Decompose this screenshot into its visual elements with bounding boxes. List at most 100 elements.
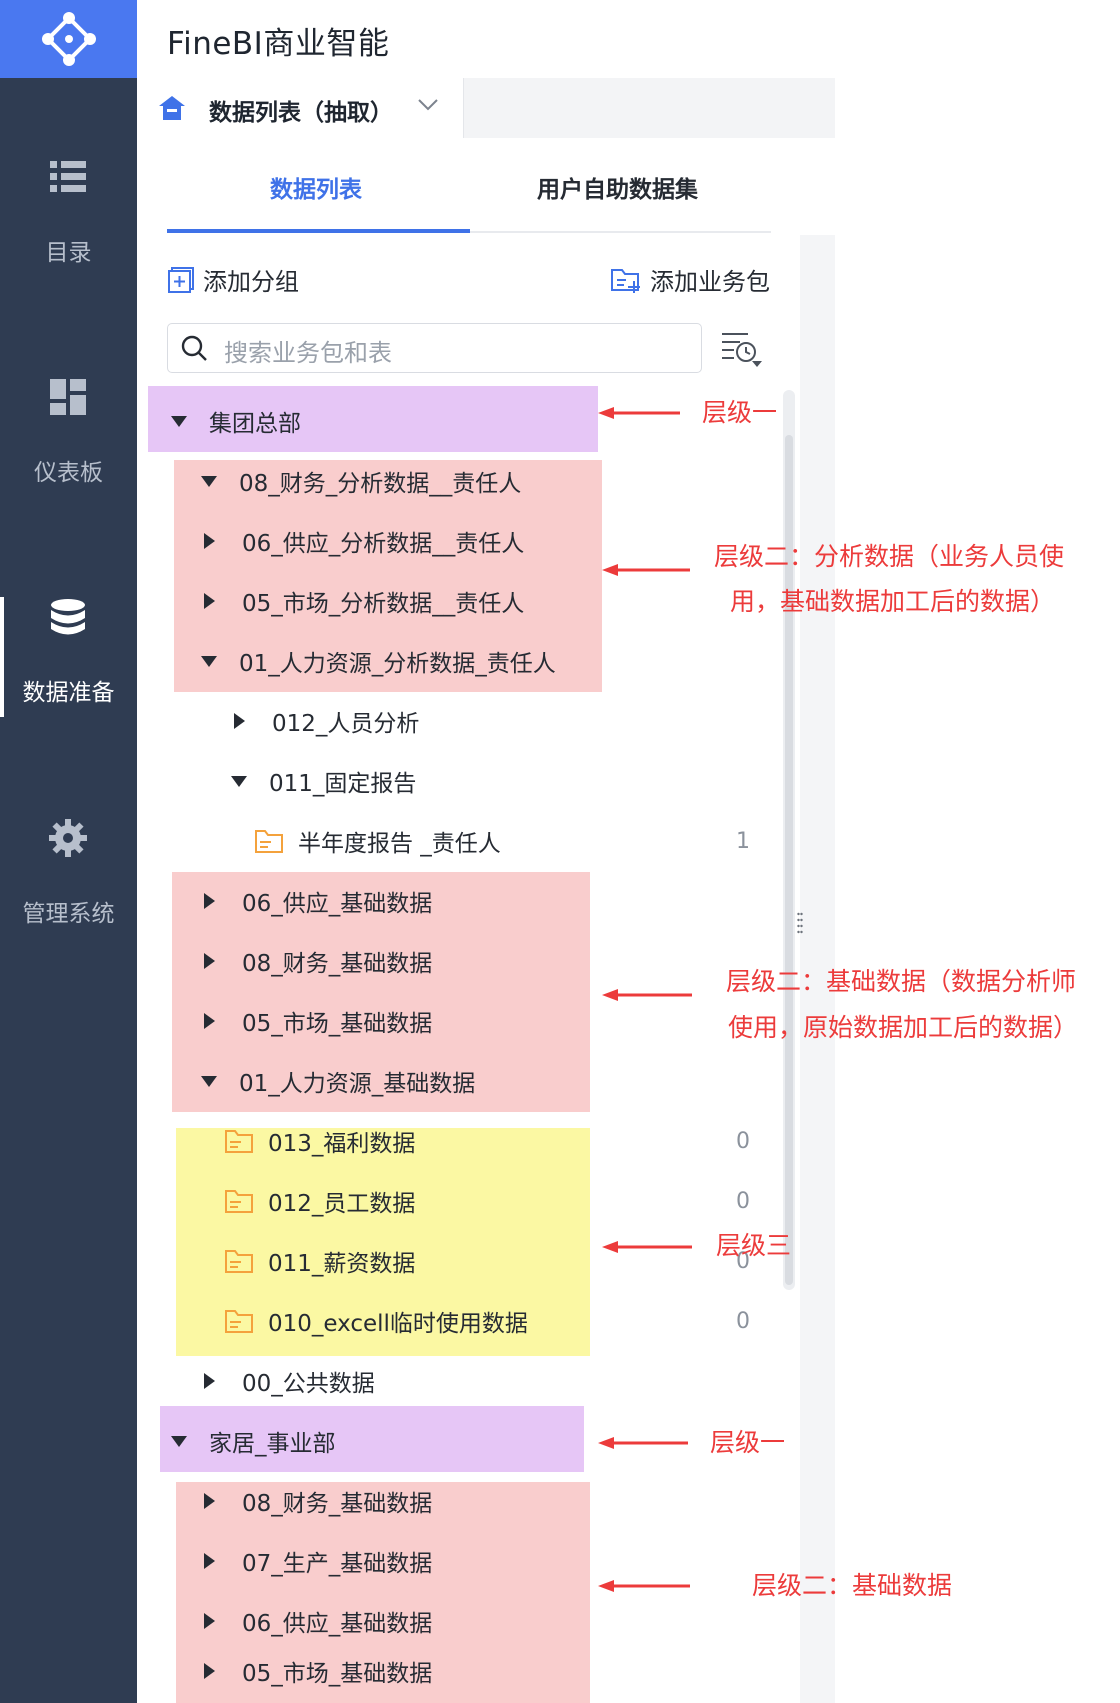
tree-package[interactable]: 01_人力资源_分析数据_责任人 — [201, 631, 556, 691]
tree-package[interactable]: 08_财务_基础数据 — [201, 1471, 432, 1531]
tree-subgroup[interactable]: 011_固定报告 — [231, 751, 416, 811]
left-nav: 目录 仪表板 数据准备 — [0, 0, 137, 1703]
resize-grip-icon[interactable] — [797, 912, 803, 938]
add-group-icon — [168, 266, 194, 293]
folder-icon — [225, 1130, 253, 1153]
caret-right-icon[interactable] — [204, 1613, 215, 1629]
highlight-level3 — [176, 1128, 590, 1356]
tree-group[interactable]: 家居_事业部 — [171, 1411, 336, 1471]
tree-package[interactable]: 07_生产_基础数据 — [201, 1531, 432, 1591]
tree-package[interactable]: 08_财务_分析数据__责任人 — [201, 451, 521, 511]
tree-item-label: 00_公共数据 — [242, 1371, 375, 1397]
tree-item-label: 010_excell临时使用数据 — [268, 1311, 528, 1337]
tree-item-label: 013_福利数据 — [268, 1131, 416, 1157]
nav-item-dashboard[interactable]: 仪表板 — [0, 377, 137, 527]
annotation-arrow-icon — [598, 1580, 690, 1592]
caret-right-icon[interactable] — [204, 1373, 215, 1389]
tree-folder[interactable]: 010_excell临时使用数据 — [224, 1291, 528, 1351]
caret-right-icon[interactable] — [204, 953, 215, 969]
caret-down-icon[interactable] — [231, 775, 247, 787]
tree-package[interactable]: 06_供应_基础数据 — [201, 1591, 432, 1651]
item-count: 0 — [736, 1129, 750, 1154]
caret-right-icon[interactable] — [234, 713, 245, 729]
tree-group-label: 家居_事业部 — [209, 1431, 336, 1457]
add-group-button[interactable]: 添加分组 — [167, 262, 299, 297]
tab-self-service-dataset[interactable]: 用户自助数据集 — [537, 177, 698, 203]
tree-scrollbar-thumb[interactable] — [785, 435, 793, 1285]
tree-item-label: 011_固定报告 — [269, 771, 417, 797]
nav-item-catalog[interactable]: 目录 — [0, 157, 137, 307]
nav-item-admin[interactable]: 管理系统 — [0, 818, 137, 968]
folder-icon — [225, 1310, 253, 1333]
tree-package[interactable]: 00_公共数据 — [201, 1351, 375, 1411]
caret-down-icon[interactable] — [171, 415, 187, 427]
tree-folder[interactable]: 013_福利数据 — [224, 1111, 415, 1171]
annotation-level1: 层级一 — [710, 1428, 786, 1457]
tree-item-label: 01_人力资源_基础数据 — [239, 1071, 476, 1097]
search-placeholder: 搜索业务包和表 — [224, 339, 392, 367]
caret-down-icon[interactable] — [201, 475, 217, 487]
tree-package[interactable]: 01_人力资源_基础数据 — [201, 1051, 475, 1111]
caret-right-icon[interactable] — [204, 593, 215, 609]
tree-item-label: 05_市场_基础数据 — [242, 1661, 433, 1687]
dashboard-icon — [50, 379, 86, 415]
caret-down-icon[interactable] — [171, 1435, 187, 1447]
highlight-level1 — [160, 1406, 584, 1472]
tree-package[interactable]: 05_市场_基础数据 — [201, 1641, 432, 1701]
tree-item-label: 08_财务_基础数据 — [242, 1491, 433, 1517]
tab-data-list[interactable]: 数据列表 — [270, 177, 362, 203]
nav-item-label: 目录 — [45, 240, 92, 266]
folder-icon — [225, 1250, 253, 1273]
nav-item-label: 数据准备 — [22, 680, 115, 706]
tree-item-label: 05_市场_基础数据 — [242, 1011, 433, 1037]
item-count: 1 — [736, 829, 750, 854]
caret-down-icon[interactable] — [201, 1075, 217, 1087]
tree-item-label: 06_供应_基础数据 — [242, 1611, 433, 1637]
add-package-button[interactable]: 添加业务包 — [610, 262, 770, 297]
tree-item-label: 08_财务_基础数据 — [242, 951, 433, 977]
tree-item-label: 07_生产_基础数据 — [242, 1551, 433, 1577]
folder-icon — [225, 1190, 253, 1213]
caret-right-icon[interactable] — [204, 893, 215, 909]
chevron-down-icon — [418, 99, 438, 111]
list-icon — [50, 161, 86, 192]
annotation-arrow-icon — [602, 989, 692, 1001]
tab-active-indicator — [167, 229, 470, 233]
tree-group[interactable]: 集团总部 — [171, 391, 301, 451]
tree-item-label: 06_供应_基础数据 — [242, 891, 433, 917]
search-icon — [181, 335, 207, 361]
filter-history-icon[interactable] — [720, 330, 764, 368]
item-count: 0 — [736, 1309, 750, 1334]
highlight-level2-base — [176, 1482, 590, 1703]
annotation-level3: 层级三 — [716, 1231, 792, 1260]
logo[interactable] — [0, 0, 137, 78]
tree-package[interactable]: 05_市场_分析数据__责任人 — [201, 571, 524, 631]
annotation-level1: 层级一 — [702, 398, 778, 427]
finebi-logo-icon — [41, 12, 96, 66]
annotation-level2-analysis: 层级二：分析数据（业务人员使 — [714, 542, 1065, 571]
tree-package[interactable]: 06_供应_基础数据 — [201, 871, 432, 931]
tree-item-label: 012_员工数据 — [268, 1191, 416, 1217]
highlight-level2-analysis — [174, 460, 602, 692]
search-input[interactable]: 搜索业务包和表 — [167, 323, 702, 373]
caret-right-icon[interactable] — [204, 1553, 215, 1569]
data-source-selector[interactable]: 数据列表（抽取） — [137, 78, 464, 138]
tree-folder[interactable]: 半年度报告 _责任人 — [254, 811, 501, 871]
tree-package[interactable]: 05_市场_基础数据 — [201, 991, 432, 1051]
annotation-level2-base: 使用，原始数据加工后的数据） — [728, 1013, 1079, 1042]
nav-item-label: 仪表板 — [34, 460, 103, 486]
nav-item-data-prep[interactable]: 数据准备 — [0, 597, 137, 747]
tree-subgroup[interactable]: 012_人员分析 — [231, 691, 419, 751]
annotation-arrow-icon — [598, 407, 680, 419]
caret-down-icon[interactable] — [201, 655, 217, 667]
caret-right-icon[interactable] — [204, 1493, 215, 1509]
tree-item-label: 05_市场_分析数据__责任人 — [242, 591, 525, 617]
caret-right-icon[interactable] — [204, 533, 215, 549]
tree-package[interactable]: 06_供应_分析数据__责任人 — [201, 511, 524, 571]
caret-right-icon[interactable] — [204, 1663, 215, 1679]
tree-folder[interactable]: 012_员工数据 — [224, 1171, 415, 1231]
tree-package[interactable]: 08_财务_基础数据 — [201, 931, 432, 991]
caret-right-icon[interactable] — [204, 1013, 215, 1029]
tree-item-label: 01_人力资源_分析数据_责任人 — [239, 651, 556, 677]
tree-folder[interactable]: 011_薪资数据 — [224, 1231, 415, 1291]
